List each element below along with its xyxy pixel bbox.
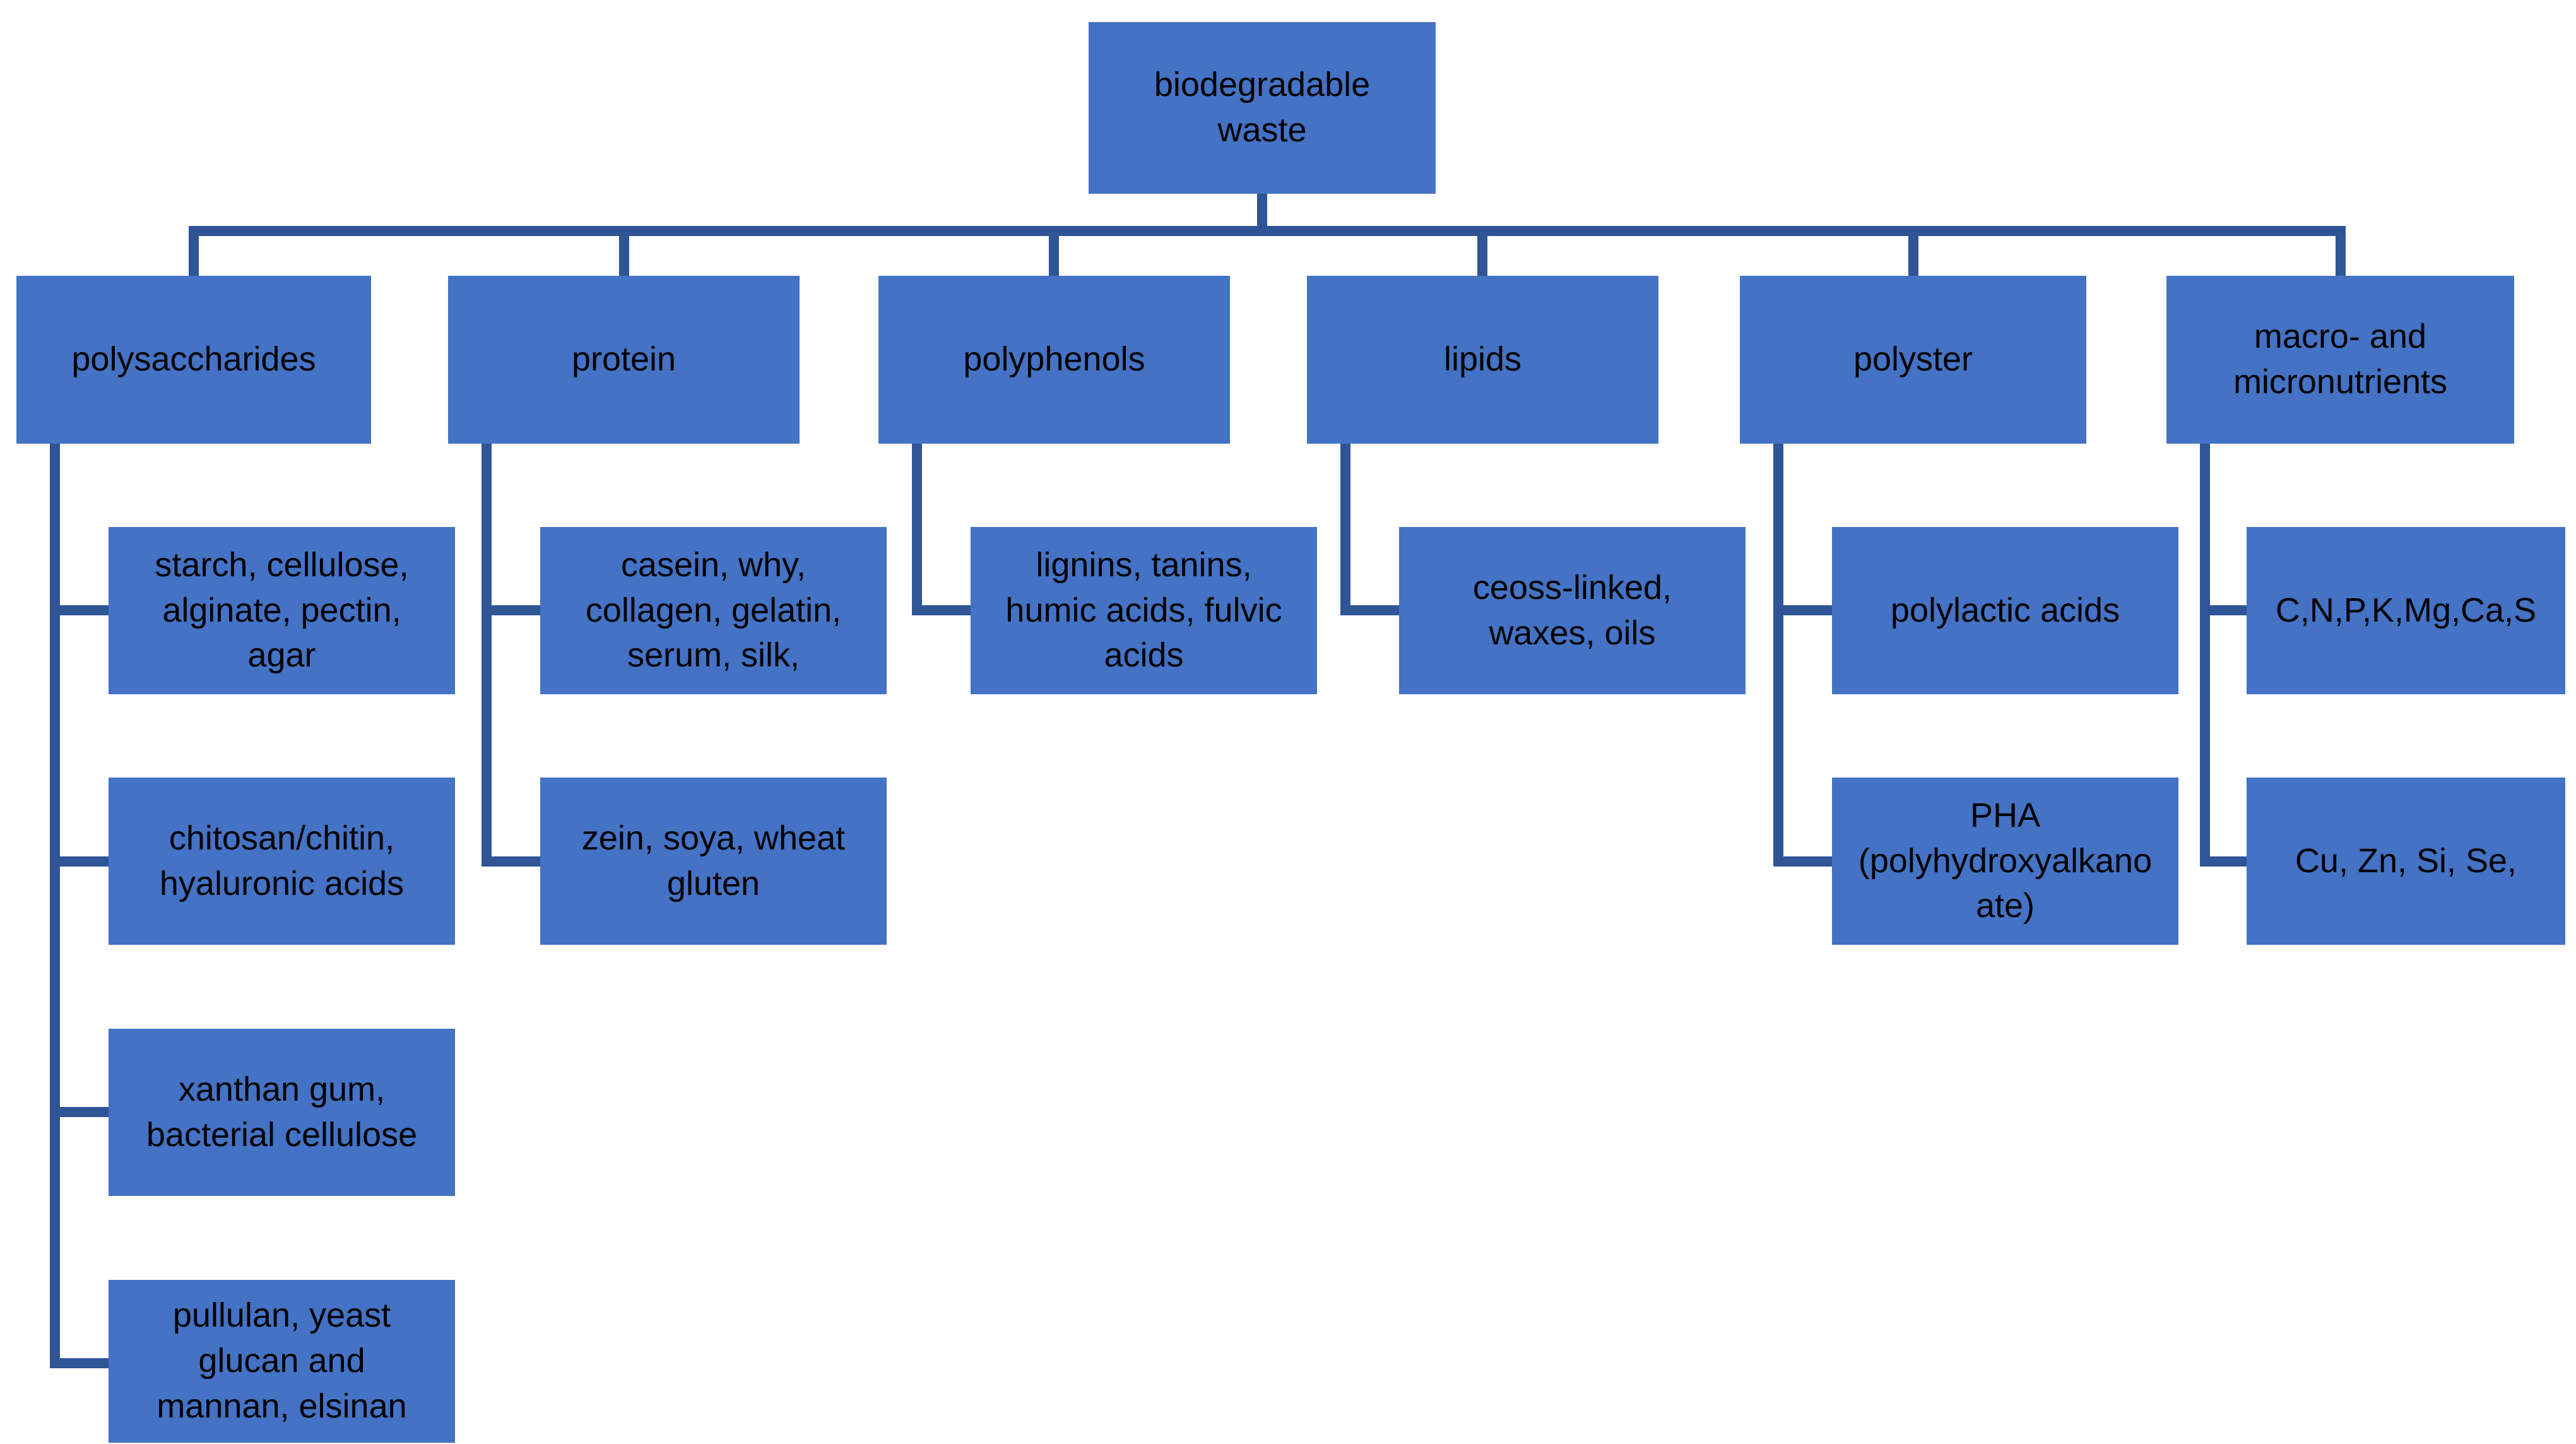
- connector-drop-protein: [619, 226, 629, 276]
- node-polysaccharides-leaf-starch: starch, cellulose, alginate, pectin, aga…: [109, 527, 455, 694]
- node-macro-leaf-cuzn: Cu, Zn, Si, Se,: [2247, 778, 2565, 945]
- node-polysaccharides-leaf-pullulan: pullulan, yeast glucan and mannan, elsin…: [109, 1280, 455, 1443]
- connector-stub-polyster-2: [1773, 856, 1832, 867]
- connector-root-stub: [1257, 194, 1267, 236]
- node-polysaccharides: polysaccharides: [16, 276, 371, 444]
- connector-stub-polyster-1: [1773, 605, 1832, 615]
- connector-drop-polysaccharides: [189, 226, 199, 276]
- connector-drop-macro: [2336, 226, 2346, 276]
- connector-stub-macro-1: [2200, 605, 2259, 615]
- connector-stub-protein-1: [482, 605, 540, 615]
- connector-stub-polysaccharides-1: [50, 605, 109, 615]
- connector-stub-macro-2: [2200, 856, 2259, 867]
- node-polyster-leaf-polylactic: polylactic acids: [1832, 527, 2178, 694]
- connector-trunk: [194, 226, 2341, 236]
- node-polyster-leaf-pha: PHA (polyhydroxyalkano ate): [1832, 778, 2178, 945]
- connector-stub-polysaccharides-2: [50, 856, 109, 867]
- node-protein-leaf-zein: zein, soya, wheat gluten: [540, 778, 887, 945]
- node-macro-leaf-cnpk: C,N,P,K,Mg,Ca,S: [2247, 527, 2565, 694]
- node-lipids-leaf-crosslinked: ceoss-linked, waxes, oils: [1399, 527, 1746, 694]
- node-polyphenols-leaf-lignins: lignins, tanins, humic acids, fulvic aci…: [971, 527, 1317, 694]
- connector-spine-lipids: [1340, 444, 1350, 615]
- connector-drop-polyster: [1908, 226, 1918, 276]
- connector-stub-protein-2: [482, 856, 540, 867]
- connector-spine-protein: [482, 444, 492, 867]
- node-biodegradable-waste: biodegradable waste: [1089, 22, 1436, 194]
- connector-spine-polyphenols: [912, 444, 922, 615]
- node-polysaccharides-leaf-xanthan: xanthan gum, bacterial cellulose: [109, 1029, 455, 1196]
- connector-stub-polysaccharides-3: [50, 1107, 109, 1117]
- node-polysaccharides-leaf-chitosan: chitosan/chitin, hyaluronic acids: [109, 778, 455, 945]
- connector-spine-polyster: [1773, 444, 1783, 867]
- node-protein-leaf-casein: casein, why, collagen, gelatin, serum, s…: [540, 527, 887, 694]
- connector-spine-macro: [2200, 444, 2210, 867]
- connector-drop-polyphenols: [1049, 226, 1059, 276]
- connector-spine-polysaccharides: [50, 444, 60, 1368]
- node-macro-micronutrients: macro- and micronutrients: [2166, 276, 2514, 444]
- node-polyster: polyster: [1740, 276, 2086, 444]
- node-protein: protein: [448, 276, 800, 444]
- connector-stub-polysaccharides-4: [50, 1358, 109, 1368]
- connector-stub-polyphenols-1: [912, 605, 971, 615]
- node-lipids: lipids: [1307, 276, 1658, 444]
- node-polyphenols: polyphenols: [878, 276, 1230, 444]
- connector-stub-lipids-1: [1340, 605, 1399, 615]
- connector-drop-lipids: [1477, 226, 1487, 276]
